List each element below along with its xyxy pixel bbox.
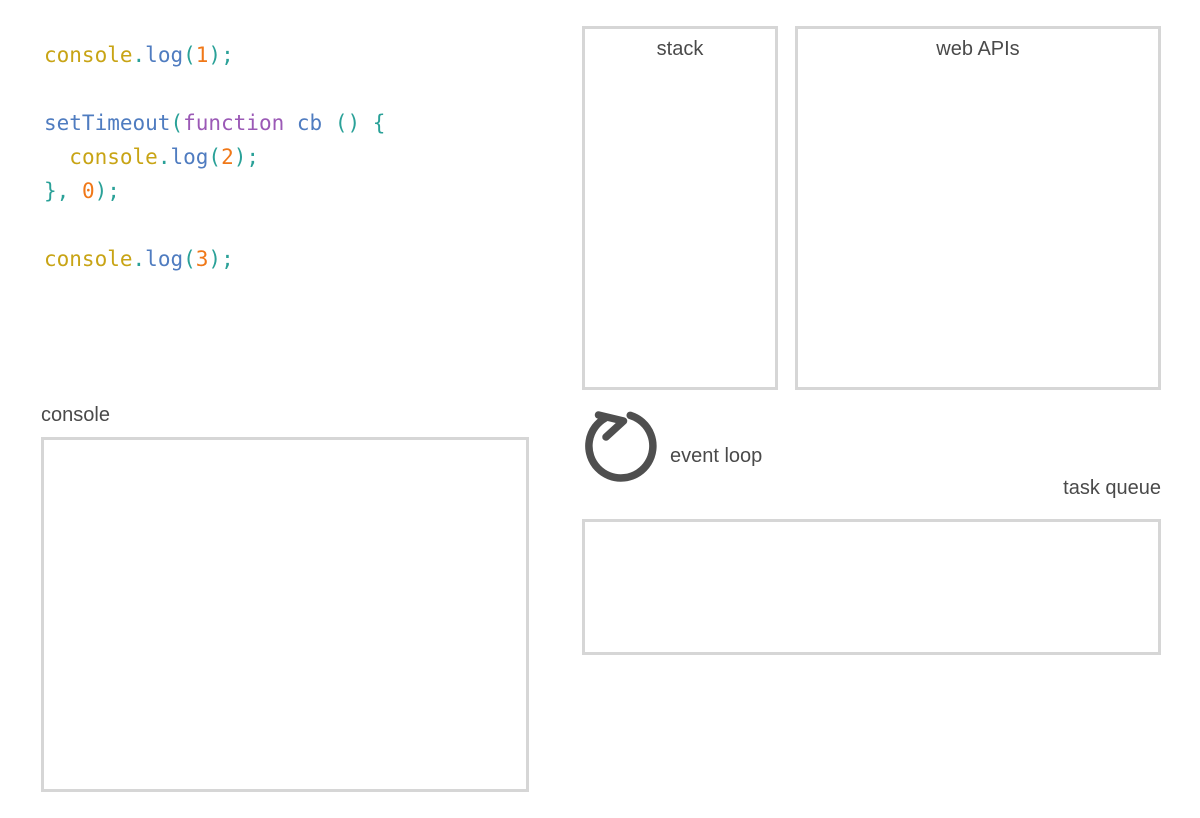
code-token: ); bbox=[94, 179, 120, 203]
code-line: console.log(2); bbox=[44, 140, 544, 174]
code-token: . bbox=[132, 43, 146, 67]
code-line bbox=[44, 72, 544, 106]
code-token: ( bbox=[183, 43, 196, 67]
code-token: }, bbox=[44, 179, 82, 203]
code-token: ( bbox=[208, 145, 222, 169]
web-apis-panel-title: web APIs bbox=[936, 38, 1020, 60]
code-token: log bbox=[170, 145, 209, 169]
code-token: ); bbox=[233, 145, 260, 169]
code-editor-pane: console.log(1);setTimeout(function cb ()… bbox=[44, 38, 544, 276]
code-line: setTimeout(function cb () { bbox=[44, 106, 544, 140]
code-line: console.log(3); bbox=[44, 242, 544, 276]
code-token: . bbox=[132, 247, 146, 271]
task-queue-panel[interactable] bbox=[582, 519, 1161, 655]
code-token: console bbox=[69, 145, 158, 169]
code-line: }, 0); bbox=[44, 174, 544, 208]
code-token: function bbox=[183, 111, 285, 135]
code-token: 3 bbox=[195, 247, 209, 271]
code-token: console bbox=[44, 43, 133, 67]
code-token: 0 bbox=[81, 179, 95, 203]
event-loop-group: event loop bbox=[580, 406, 762, 488]
code-token: ( bbox=[183, 247, 196, 271]
code-token: 1 bbox=[195, 43, 209, 67]
code-token: log bbox=[145, 247, 184, 271]
stack-panel[interactable]: stack bbox=[582, 26, 778, 390]
code-token: cb bbox=[296, 111, 323, 135]
event-loop-label: event loop bbox=[670, 445, 763, 467]
console-label: console bbox=[41, 404, 110, 426]
code-token: () { bbox=[322, 111, 386, 135]
code-token: . bbox=[157, 145, 171, 169]
task-queue-label: task queue bbox=[1063, 477, 1161, 499]
code-token bbox=[284, 111, 297, 135]
code-token: ); bbox=[208, 247, 234, 271]
circular-arrow-icon bbox=[585, 411, 657, 482]
code-token: log bbox=[145, 43, 184, 67]
code-token: 2 bbox=[221, 145, 234, 169]
code-line bbox=[44, 208, 544, 242]
code-token: ( bbox=[170, 111, 184, 135]
code-token: console bbox=[44, 247, 133, 271]
web-apis-panel[interactable]: web APIs bbox=[795, 26, 1161, 390]
stack-panel-title: stack bbox=[656, 38, 704, 60]
code-line: console.log(1); bbox=[44, 38, 544, 72]
console-output-panel[interactable] bbox=[41, 437, 529, 792]
code-token: setTimeout bbox=[44, 111, 171, 135]
code-token bbox=[44, 145, 69, 169]
code-token: ); bbox=[208, 43, 234, 67]
